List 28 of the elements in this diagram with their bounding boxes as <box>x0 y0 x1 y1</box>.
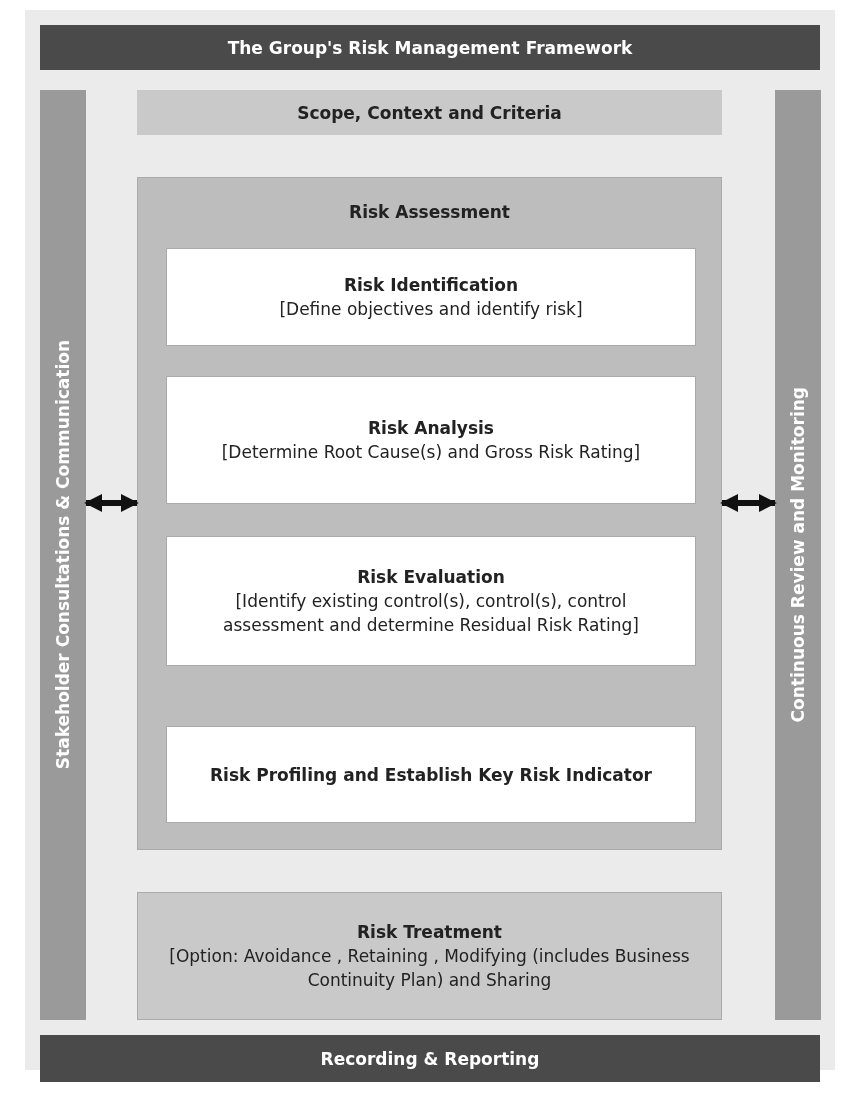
heading-text: Risk Treatment <box>357 921 502 944</box>
heading-text: Stakeholder Consultations & Communication <box>52 340 74 770</box>
description-text: [Option: Avoidance , Retaining , Modifying (includes Business Continuity Plan) and Sharing <box>168 945 691 992</box>
side-bar <box>40 90 86 1020</box>
description-text: [Identify existing control(s), control(s), control assessment and determine Residual Risk Rating] <box>222 590 640 637</box>
assessment-panel <box>137 177 722 850</box>
description-text: [Define objectives and identify risk] <box>279 298 583 321</box>
treatment-box <box>137 892 722 1020</box>
double-arrow <box>720 494 777 512</box>
side-bar <box>775 90 821 1020</box>
step-box <box>166 536 696 666</box>
step-box <box>166 376 696 504</box>
heading-text: Risk Profiling and Establish Key Risk Indicator <box>210 763 652 787</box>
step-box <box>166 726 696 823</box>
scope-box <box>137 90 722 135</box>
heading-text: Risk Assessment <box>349 201 510 224</box>
header-bar <box>40 25 820 70</box>
heading-text: Risk Identification <box>343 274 519 297</box>
heading-text: The Group's Risk Management Framework <box>227 36 633 60</box>
description-text: [Determine Root Cause(s) and Gross Risk Rating] <box>221 441 641 464</box>
heading-text: Recording & Reporting <box>320 1047 540 1071</box>
heading-text: Continuous Review and Monitoring <box>787 387 809 723</box>
heading-text: Scope, Context and Criteria <box>297 101 562 125</box>
heading-text: Risk Analysis <box>368 417 494 440</box>
double-arrow <box>84 494 139 512</box>
step-box <box>166 248 696 346</box>
footer-bar <box>40 1035 820 1082</box>
heading-text: Risk Evaluation <box>357 566 505 589</box>
